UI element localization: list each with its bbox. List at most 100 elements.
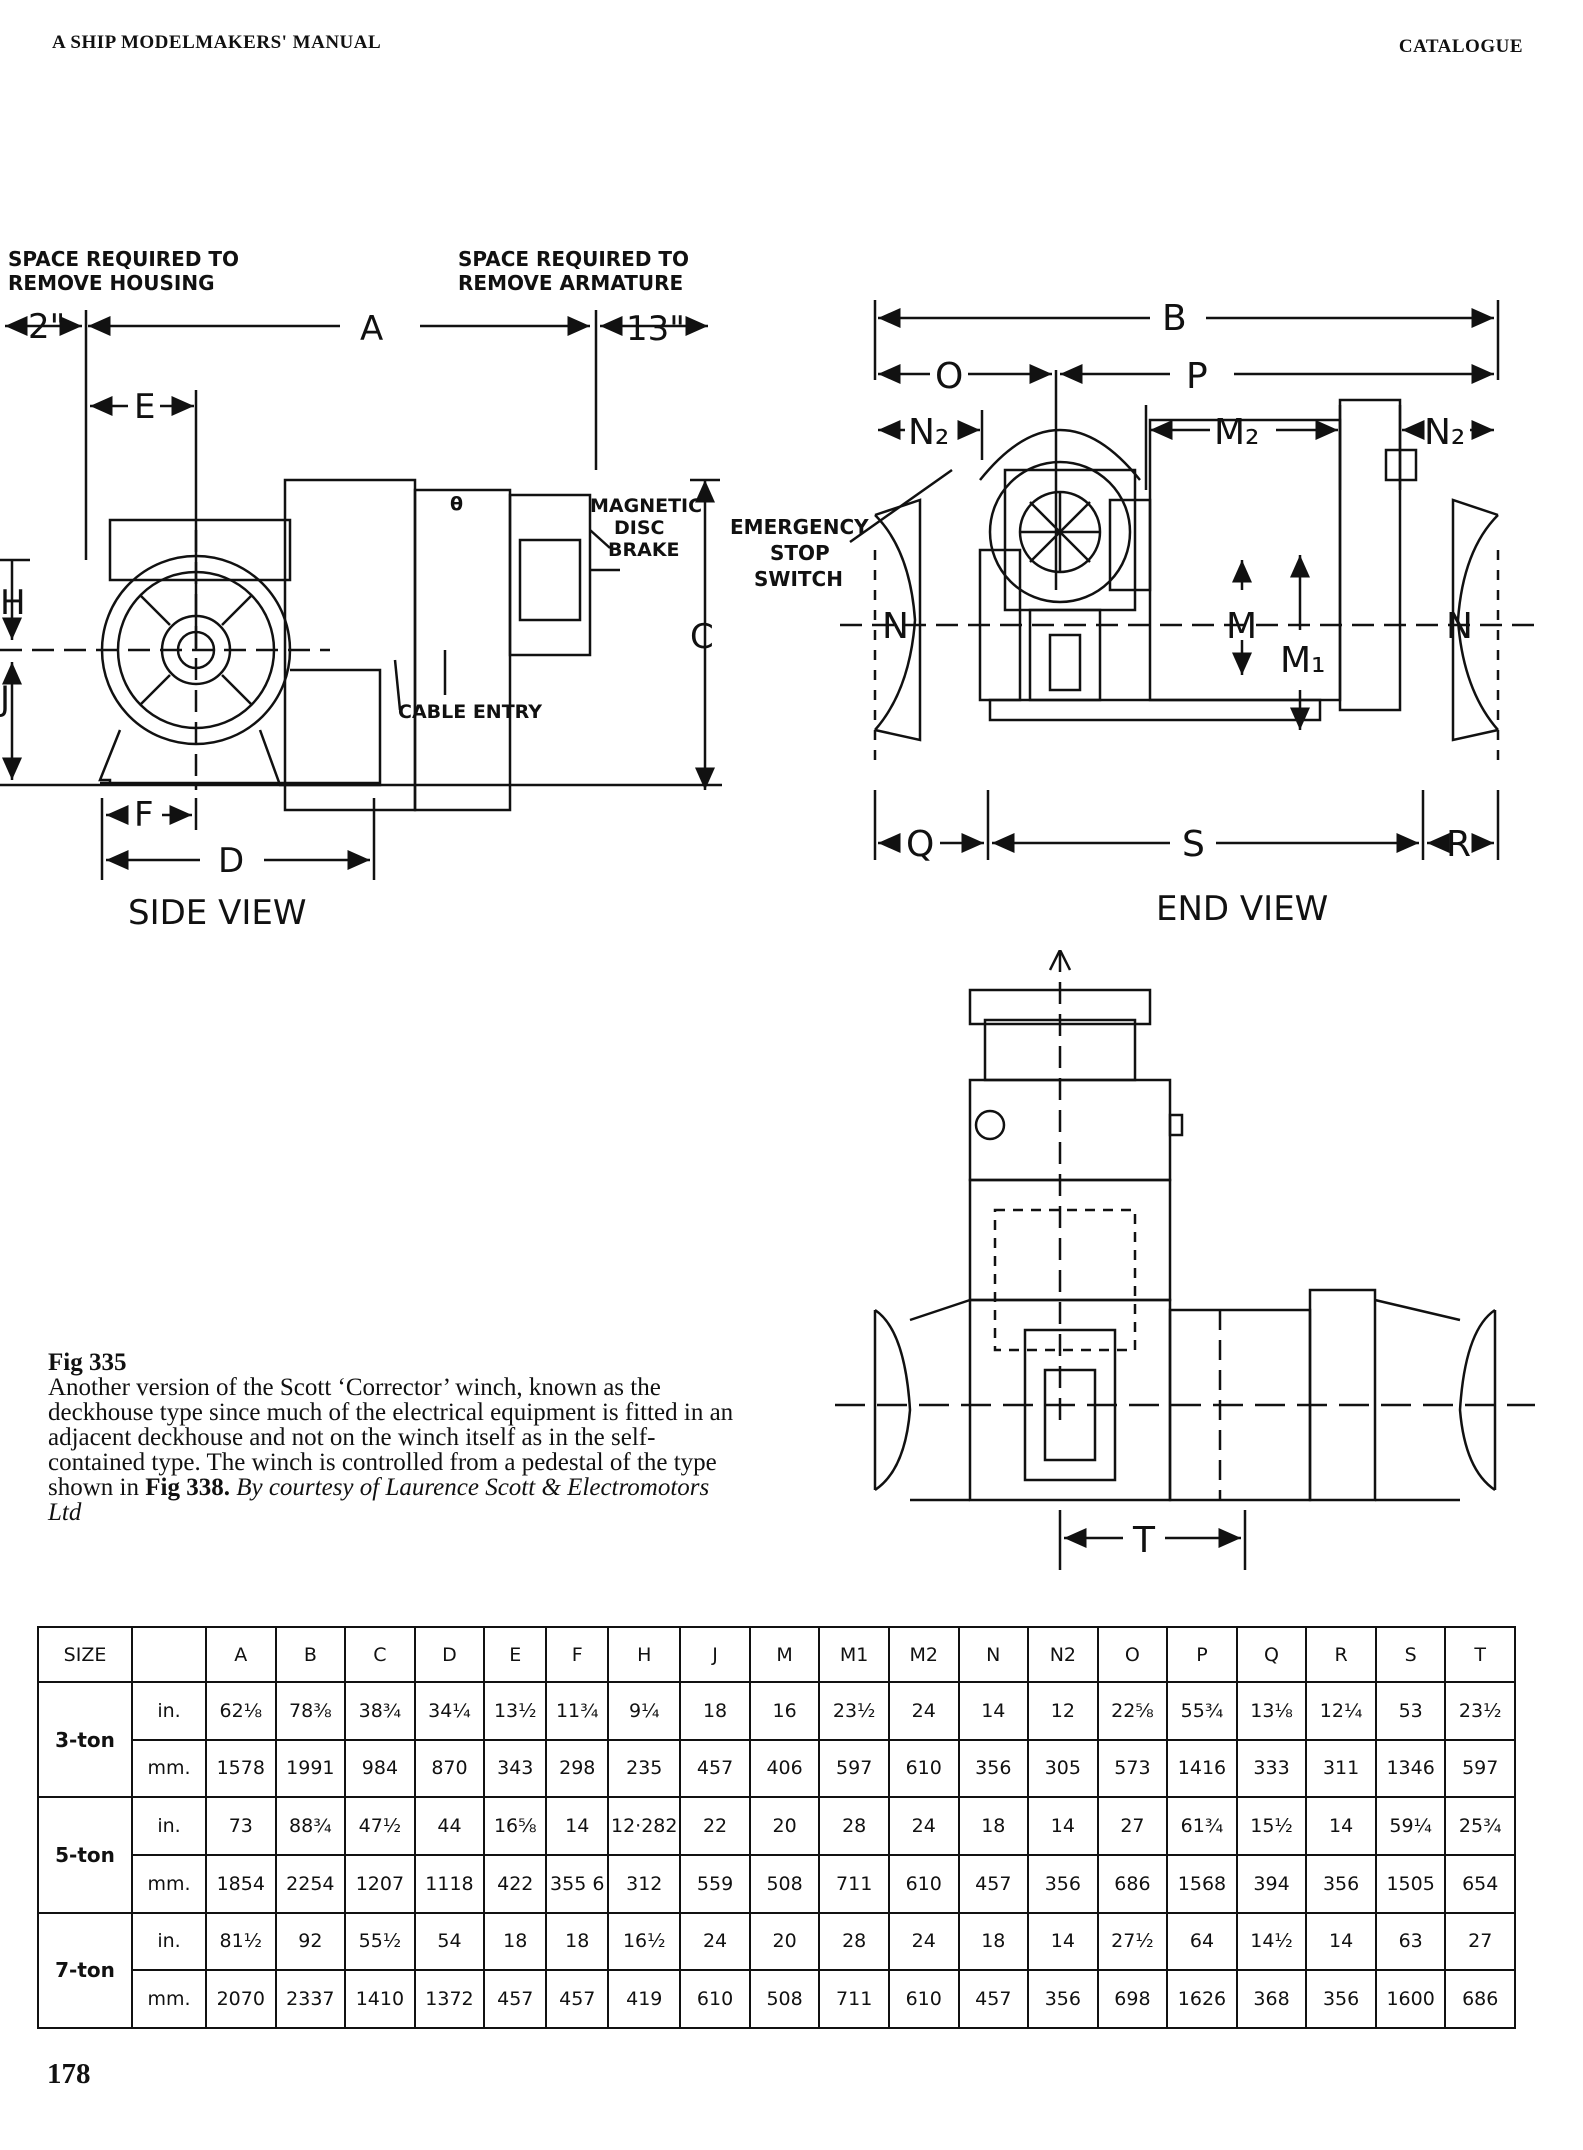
table-header-cell	[131, 1626, 207, 1683]
dim-b-label: B	[1162, 298, 1187, 339]
table-cell: 18	[545, 1911, 610, 1972]
table-cell: 62⅛	[205, 1681, 277, 1741]
table-cell: 305	[1027, 1738, 1099, 1799]
table-cell: 14	[1027, 1911, 1099, 1972]
table-cell: 597	[818, 1738, 890, 1799]
table-cell: 18	[957, 1796, 1030, 1856]
table-cell: 16⅝	[483, 1796, 548, 1856]
table-unit-cell: in.	[131, 1796, 207, 1856]
table-header-cell: T	[1444, 1626, 1516, 1683]
table-cell: 18	[957, 1911, 1030, 1972]
table-header-cell: D	[413, 1626, 486, 1683]
table-cell: 1600	[1374, 1969, 1447, 2029]
table-cell: 24	[887, 1911, 960, 1972]
end-view-title: END VIEW	[1156, 889, 1328, 929]
table-cell: 870	[413, 1738, 486, 1799]
table-cell: 686	[1096, 1853, 1169, 1914]
table-cell: 1626	[1166, 1969, 1238, 2029]
table-cell: 654	[1444, 1853, 1516, 1914]
table-cell: 457	[679, 1738, 751, 1799]
table-cell: 1207	[344, 1853, 416, 1914]
table-cell: 9¼	[607, 1681, 682, 1741]
dim-t-label: T	[1132, 1520, 1156, 1561]
dim-c-label: C	[690, 617, 714, 657]
dim-n-left-label: N	[882, 606, 909, 647]
label-housing-1: SPACE REQUIRED TO	[8, 247, 239, 271]
table-cell: 14½	[1235, 1911, 1308, 1972]
table-cell: 356	[1027, 1969, 1099, 2029]
table-cell: 1578	[205, 1738, 277, 1799]
table-unit-cell: mm.	[131, 1738, 207, 1799]
table-cell: 12¼	[1305, 1681, 1377, 1741]
table-cell: 711	[818, 1969, 890, 2029]
table-cell: 61¾	[1166, 1796, 1238, 1856]
table-cell: 406	[748, 1738, 821, 1799]
table-header-cell: N2	[1027, 1626, 1099, 1683]
table-header-cell: E	[483, 1626, 548, 1683]
table-cell: 573	[1096, 1738, 1169, 1799]
table-cell: 457	[483, 1969, 548, 2029]
table-cell: 1568	[1166, 1853, 1238, 1914]
table-cell: 18	[483, 1911, 548, 1972]
table-header-cell: H	[607, 1626, 682, 1683]
table-cell: 356	[1305, 1969, 1377, 2029]
brake-label-3: BRAKE	[608, 539, 680, 561]
table-cell: 59¼	[1374, 1796, 1447, 1856]
table-header-cell: O	[1096, 1626, 1169, 1683]
table-cell: 44	[413, 1796, 486, 1856]
side-view-drawing: SPACE REQUIRED TO REMOVE HOUSING SPACE R…	[0, 247, 722, 933]
table-header-cell: M1	[818, 1626, 890, 1683]
table-cell: 14	[1305, 1796, 1377, 1856]
figure-caption: Fig 335 Another version of the Scott ‘Co…	[48, 1350, 748, 1525]
table-unit-cell: in.	[131, 1911, 207, 1972]
table-cell: 610	[887, 1738, 960, 1799]
table-cell: 711	[818, 1853, 890, 1914]
dim-a-label: A	[360, 309, 383, 349]
dim-r-label: R	[1446, 824, 1471, 865]
table-header-cell: Q	[1235, 1626, 1308, 1683]
table-size-cell: 7-ton	[37, 1911, 133, 2030]
table-unit-cell: mm.	[131, 1853, 207, 1914]
dim-q-label: Q	[906, 824, 934, 865]
label-housing-2: REMOVE HOUSING	[8, 271, 215, 295]
table-cell: 81½	[205, 1911, 277, 1972]
table-cell: 1346	[1374, 1738, 1447, 1799]
table-cell: 343	[483, 1738, 548, 1799]
table-cell: 92	[274, 1911, 347, 1972]
caption-fig-ref: Fig 338.	[145, 1474, 230, 1501]
table-cell: 355 6	[545, 1853, 610, 1914]
emergency-label-2: STOP	[770, 541, 830, 565]
table-cell: 24	[679, 1911, 751, 1972]
end-view-drawing: B O P N₂ M₂ N₂ N M M₁ N Q S R EMERGENCY …	[730, 298, 1540, 929]
table-cell: 984	[344, 1738, 416, 1799]
table-header-cell: J	[679, 1626, 751, 1683]
theta-mark: θ	[450, 493, 463, 515]
table-cell: 55¾	[1166, 1681, 1238, 1741]
table-cell: 698	[1096, 1969, 1169, 2029]
table-cell: 14	[957, 1681, 1030, 1741]
table-cell: 356	[1027, 1853, 1099, 1914]
table-size-cell: 5-ton	[37, 1796, 133, 1914]
caption-courtesy: By courtesy of Laurence Scott & Electrom…	[48, 1474, 710, 1526]
table-cell: 312	[607, 1853, 682, 1914]
table-cell: 73	[205, 1796, 277, 1856]
table-cell: 419	[607, 1969, 682, 2029]
table-cell: 235	[607, 1738, 682, 1799]
table-cell: 78⅜	[274, 1681, 347, 1741]
brake-label-1: MAGNETIC	[590, 495, 702, 517]
label-armature-1: SPACE REQUIRED TO	[458, 247, 689, 271]
table-cell: 55½	[344, 1911, 416, 1972]
table-cell: 1410	[344, 1969, 416, 2029]
table-cell: 12·282	[607, 1796, 682, 1856]
table-cell: 16	[748, 1681, 821, 1741]
dim-s-label: S	[1182, 824, 1205, 865]
cable-entry-label: CABLE ENTRY	[398, 701, 542, 723]
table-cell: 28	[818, 1911, 890, 1972]
table-header-cell: N	[957, 1626, 1030, 1683]
table-cell: 333	[1235, 1738, 1308, 1799]
table-cell: 15½	[1235, 1796, 1308, 1856]
